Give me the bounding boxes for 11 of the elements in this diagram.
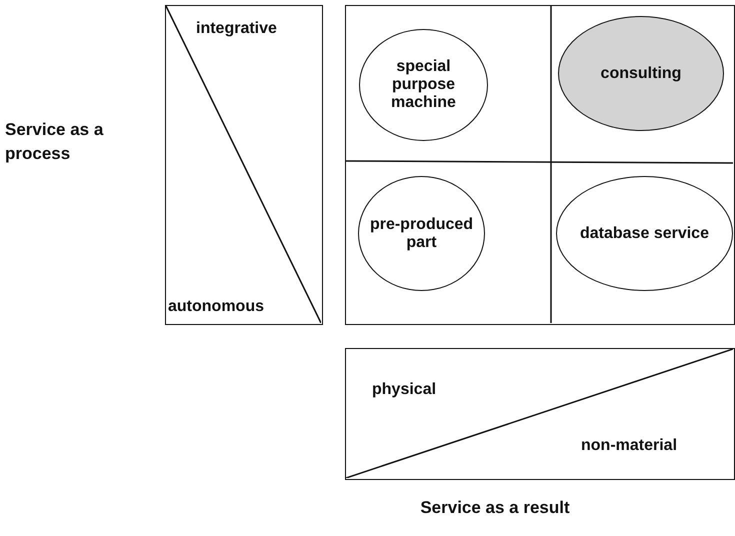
- scale-label: non-material: [581, 437, 678, 455]
- product-label: consulting: [600, 64, 682, 82]
- scale-label: autonomous: [168, 298, 264, 316]
- matrix-grid: [345, 5, 735, 325]
- scale-label: integrative: [196, 20, 277, 38]
- product-label: database service: [580, 224, 709, 242]
- product-label: pre-produced part: [368, 216, 474, 252]
- axis-title: Service as a process: [5, 119, 104, 165]
- axis-title: Service as a result: [419, 497, 571, 519]
- product-label: special purpose machine: [390, 58, 457, 112]
- scale-label: physical: [372, 381, 436, 399]
